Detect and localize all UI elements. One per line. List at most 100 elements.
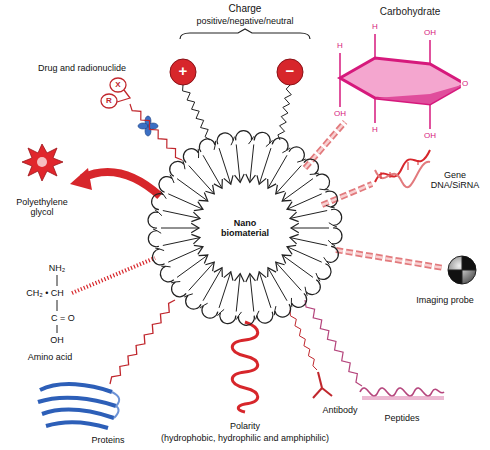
group-label: Peptides xyxy=(384,413,419,423)
ligand-shell xyxy=(200,303,208,308)
ligand-shell xyxy=(217,133,233,144)
ligand-shell xyxy=(168,194,203,209)
ligand-shell xyxy=(290,212,299,221)
charge-sign: − xyxy=(286,62,295,79)
starburst-core xyxy=(37,157,47,167)
ligand-shell xyxy=(183,149,198,163)
ligand-shell xyxy=(203,268,222,301)
bead-linker xyxy=(305,122,345,168)
imaging-probe xyxy=(462,256,463,284)
ligand-shell xyxy=(199,255,208,264)
ligand-shell xyxy=(220,313,236,324)
heading: Charge xyxy=(229,3,262,15)
ligand-shell xyxy=(172,282,187,297)
protein-ribbons xyxy=(112,392,119,418)
bead-linker xyxy=(322,184,372,205)
ligand-shell xyxy=(287,202,296,211)
negative-charge xyxy=(277,59,303,85)
ligand-shell xyxy=(266,140,273,146)
protein-ribbons xyxy=(38,384,119,428)
ligand-shell xyxy=(161,266,170,268)
ligand-shell xyxy=(194,245,203,254)
ligand-shell xyxy=(268,155,287,188)
starburst xyxy=(22,144,63,181)
group-label: Antibody xyxy=(322,405,357,415)
ligand-shell xyxy=(250,274,254,312)
group-label: Imaging probe xyxy=(416,295,474,305)
radionuclide-flower xyxy=(138,123,148,129)
ligand-shell xyxy=(199,192,208,201)
ligand-shell xyxy=(194,202,203,211)
carbohydrate-ring xyxy=(340,34,465,129)
dna-helix xyxy=(381,160,418,179)
ligand-shell xyxy=(257,312,273,323)
peptide-coil xyxy=(362,396,444,400)
bead-linker xyxy=(305,122,444,268)
ligand-shell xyxy=(282,255,291,264)
ligand-shell xyxy=(331,209,342,225)
ligand-shell xyxy=(191,234,200,243)
formula-text: NH₂ xyxy=(49,263,66,273)
dna-helix xyxy=(381,172,382,179)
ligand-shell xyxy=(189,166,214,194)
ligand-chain xyxy=(130,104,182,160)
ligand-shell xyxy=(161,228,199,229)
ligand-shell xyxy=(291,228,329,229)
ligand-shell xyxy=(326,246,338,262)
ligand-shell xyxy=(177,255,208,277)
ligand-shell xyxy=(319,189,328,191)
atom-label: H xyxy=(372,22,378,31)
ligand-shell xyxy=(332,228,342,244)
ligand-shell xyxy=(214,179,222,188)
carbohydrate-ring xyxy=(339,78,341,107)
ligand-shell xyxy=(275,304,291,317)
atom-label: X xyxy=(115,80,120,89)
ligand-shell xyxy=(291,298,292,307)
atom-label: O xyxy=(461,79,469,88)
ligand-shell xyxy=(161,191,167,198)
peg-arrowhead xyxy=(70,168,92,190)
ligand-shell xyxy=(186,295,201,309)
charge-sign: + xyxy=(179,62,188,79)
ligand-shell xyxy=(191,223,199,233)
ligand-shell xyxy=(290,234,299,243)
ligand-shell xyxy=(246,174,256,182)
ligand-shell xyxy=(203,155,222,188)
ligand-shell xyxy=(291,293,306,307)
ligand-shell xyxy=(246,274,256,282)
group-label: Proteins xyxy=(91,435,124,445)
dna-helix xyxy=(418,160,419,165)
antibody xyxy=(322,388,332,396)
carbohydrate-ring xyxy=(340,34,430,129)
ligand-shell xyxy=(163,211,200,219)
ligand-shell xyxy=(231,137,234,146)
amino-acid-bonds xyxy=(57,325,58,333)
atom-label: H xyxy=(372,125,378,134)
ligand-shell xyxy=(214,141,216,150)
bead-linker xyxy=(305,122,345,168)
ligand-shell xyxy=(168,247,203,262)
atom-label: OH xyxy=(424,28,436,37)
carbohydrate-ring xyxy=(429,40,431,64)
amino-acid-bonds xyxy=(57,300,58,311)
group-note: (hydrophobic, hydrophilic and amphiphili… xyxy=(161,433,329,443)
carbohydrate-ring xyxy=(374,34,376,58)
carbohydrate-ring xyxy=(375,84,465,104)
imaging-probe xyxy=(462,256,476,270)
ligand-shell xyxy=(152,194,164,210)
ligand-shell xyxy=(268,268,276,277)
ligand-shell xyxy=(282,192,291,201)
drug-symbol xyxy=(110,78,126,92)
dna-helix xyxy=(375,162,430,187)
ligand-shell xyxy=(148,231,159,247)
ligand-shell xyxy=(148,212,158,228)
ligand-shell xyxy=(310,173,319,174)
ligand-shell xyxy=(217,309,224,315)
imaging-probe xyxy=(448,256,476,284)
ligand-shell xyxy=(282,179,313,201)
ligand-shell xyxy=(276,262,285,271)
amino-acid-link xyxy=(72,258,155,293)
ligand-shell xyxy=(250,144,254,182)
protein-ribbons xyxy=(40,384,112,392)
